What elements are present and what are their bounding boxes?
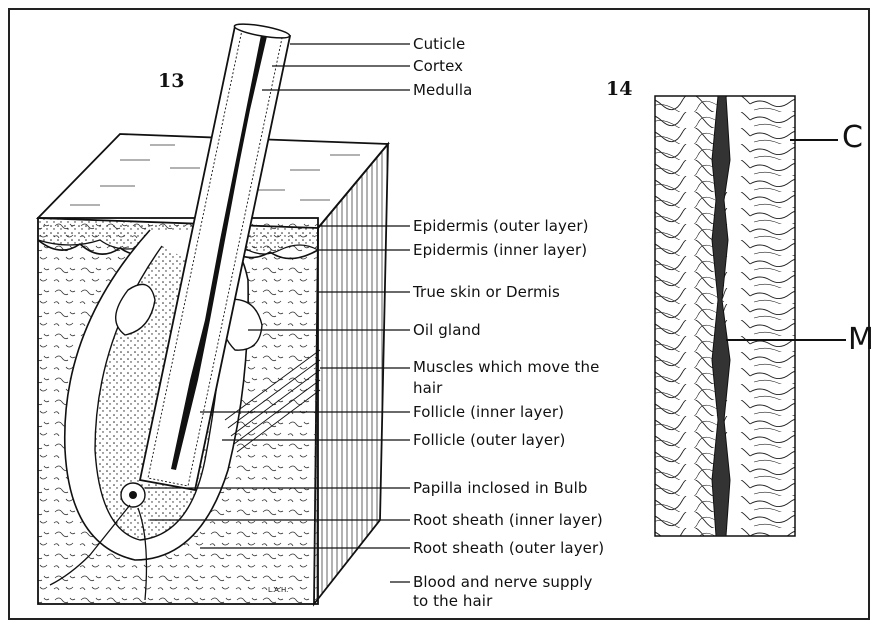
label-cortex: Cortex xyxy=(413,57,463,75)
label-muscles-hair: hair xyxy=(413,379,442,397)
label-follicle-inner: Follicle (inner layer) xyxy=(413,403,564,421)
label-papilla: Papilla inclosed in Bulb xyxy=(413,479,587,497)
label-medulla: Medulla xyxy=(413,81,472,99)
label-blood-nerve-hair: to the hair xyxy=(413,592,492,610)
label-epidermis-inner: Epidermis (inner layer) xyxy=(413,241,587,259)
label-muscles: Muscles which move the xyxy=(413,358,599,376)
label-root-sheath-outer: Root sheath (outer layer) xyxy=(413,539,604,557)
label-oil-gland: Oil gland xyxy=(413,321,481,339)
hair-section xyxy=(655,96,846,536)
label-root-sheath-inner: Root sheath (inner layer) xyxy=(413,511,603,529)
figure-13-number: 13 xyxy=(158,70,184,92)
label-blood-nerve: Blood and nerve supply xyxy=(413,573,592,591)
label-dermis: True skin or Dermis xyxy=(413,283,560,301)
label-c: C xyxy=(842,120,863,155)
artist-signature: L.A.H. xyxy=(268,586,288,594)
label-cuticle: Cuticle xyxy=(413,35,465,53)
label-follicle-outer: Follicle (outer layer) xyxy=(413,431,565,449)
papilla-core xyxy=(129,491,137,499)
label-epidermis-outer: Epidermis (outer layer) xyxy=(413,217,589,235)
figure-14-number: 14 xyxy=(606,78,632,100)
label-m: M xyxy=(848,322,874,357)
